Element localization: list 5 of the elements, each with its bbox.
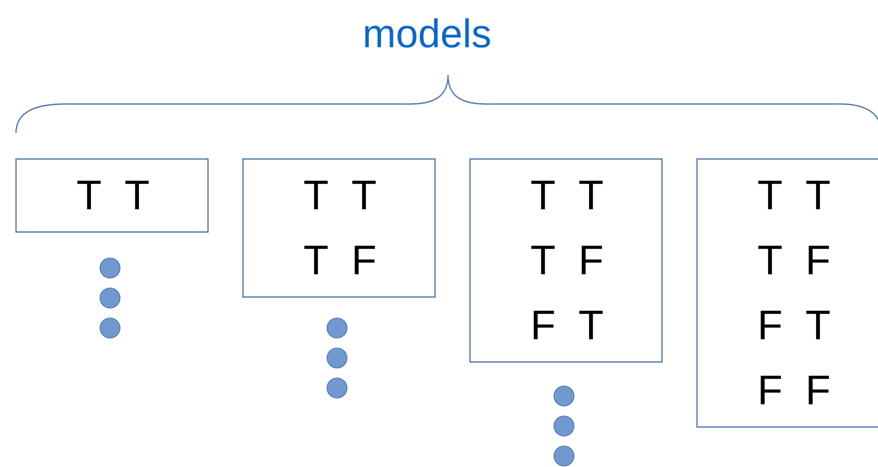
truth-table-box: T T T F F T F F [696, 158, 878, 428]
truth-table-box: T T T F F T [469, 158, 663, 363]
truth-table-box: T T T F [242, 158, 436, 298]
brace-label: models [365, 18, 490, 48]
truth-table-box: T T [15, 158, 209, 233]
